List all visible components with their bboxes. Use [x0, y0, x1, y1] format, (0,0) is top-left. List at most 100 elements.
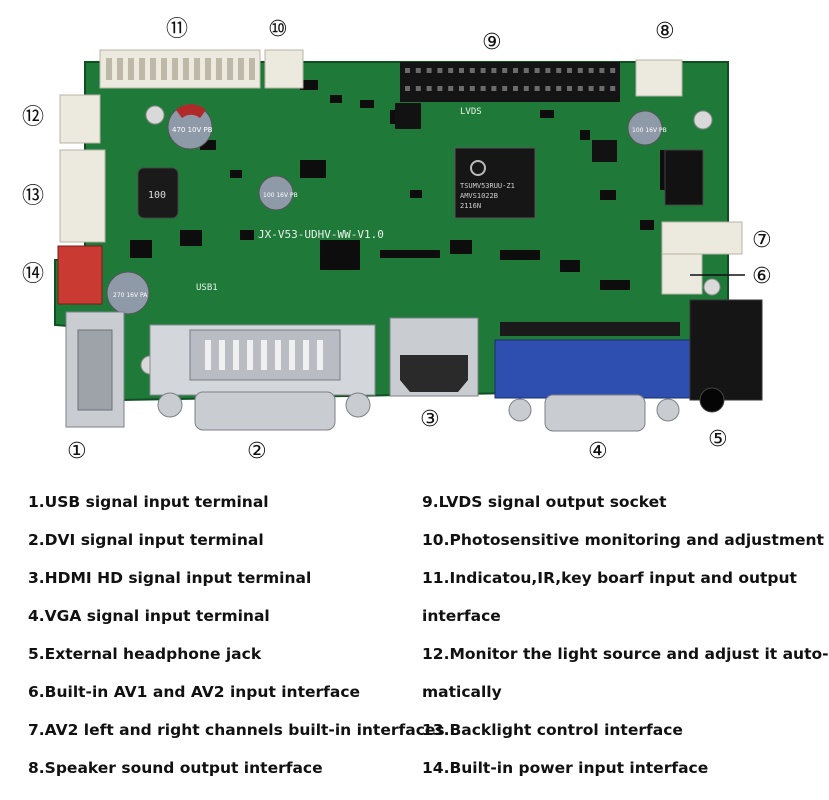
pin — [480, 68, 486, 73]
pin — [599, 68, 605, 73]
pin — [534, 68, 540, 73]
main-chip — [454, 147, 536, 219]
callout-8: ⑧ — [655, 19, 675, 44]
pcb-board-illustration: LVDS TSUMV53RUU-Z1 AMVS1022B 2116N JX-V5… — [54, 49, 763, 432]
inductor — [137, 167, 179, 219]
usb1-silkscreen: USB1 — [196, 283, 218, 293]
capacitor: 470 10V PB — [167, 104, 213, 150]
pin — [469, 86, 475, 91]
capacitor-label: 100 16V PB — [263, 192, 298, 199]
vga-port-body — [494, 339, 696, 399]
pin — [556, 86, 562, 91]
callout-9: ⑨ — [482, 30, 502, 55]
pin — [415, 68, 421, 73]
lvds-pins — [405, 68, 616, 91]
usb-port-slot — [77, 329, 113, 411]
callout-2: ② — [247, 439, 267, 464]
board-model-silkscreen: JX-V53-UDHV-WW-V1.0 — [258, 228, 384, 241]
connector-light-source — [59, 94, 101, 144]
ic-chip — [664, 149, 704, 206]
chip-text-2: AMVS1022B — [460, 192, 498, 200]
connector-speaker — [635, 59, 683, 97]
capacitor: 100 16V PB — [627, 110, 667, 146]
ic-chip — [395, 103, 421, 129]
dvi-shell — [194, 391, 336, 431]
mount-hole — [145, 105, 165, 125]
pin — [303, 340, 309, 370]
pin — [289, 340, 295, 370]
pin — [172, 58, 178, 80]
callout-6: ⑥ — [752, 264, 772, 289]
connector-power-input — [57, 245, 103, 305]
dvi-pins — [205, 340, 323, 370]
pin — [405, 68, 410, 73]
connector-av2-channels — [661, 221, 743, 255]
pin — [261, 340, 267, 370]
legend-item-1: 1.USB signal input terminal — [28, 493, 269, 511]
legend: 1.USB signal input terminal 2.DVI signal… — [0, 478, 829, 800]
legend-item-14: 14.Built-in power input interface — [422, 759, 709, 777]
callout-3: ③ — [420, 407, 440, 432]
pin — [599, 86, 605, 91]
chip-logo — [470, 160, 486, 176]
pin — [139, 58, 145, 80]
chip-text-3: 2116N — [460, 202, 481, 210]
legend-item-12: 12.Monitor the light source and adjust i… — [422, 645, 829, 663]
pin — [610, 86, 616, 91]
connector-backlight — [59, 149, 106, 243]
pin — [459, 86, 464, 91]
dvi-screw — [345, 392, 371, 418]
inductor-label: 100 — [148, 190, 166, 201]
pin — [469, 68, 475, 73]
pin — [534, 86, 540, 91]
board-photo-area: LVDS TSUMV53RUU-Z1 AMVS1022B 2116N JX-V5… — [22, 17, 772, 464]
hdmi-opening — [400, 355, 468, 392]
pin — [502, 86, 508, 91]
callout-1: ① — [67, 439, 87, 464]
pin — [216, 58, 222, 80]
pin — [567, 68, 572, 73]
pin — [577, 68, 583, 73]
headphone-jack — [689, 299, 763, 401]
pin — [117, 58, 123, 80]
pin — [219, 340, 225, 370]
dvi-screw — [157, 392, 183, 418]
callout-7: ⑦ — [752, 228, 772, 253]
legend-item-2: 2.DVI signal input terminal — [28, 531, 264, 549]
pin — [247, 340, 253, 370]
lvds-header — [400, 62, 620, 102]
capacitor-label: 470 10V PB — [172, 126, 213, 134]
legend-item-9: 9.LVDS signal output socket — [422, 493, 667, 511]
vga-pin-row — [500, 322, 680, 336]
capacitor-label: 100 16V PB — [632, 127, 667, 134]
callout-12: ⑫ — [22, 105, 45, 130]
pin — [502, 68, 508, 73]
pin — [588, 86, 594, 91]
pin — [437, 68, 443, 73]
pin — [567, 86, 572, 91]
pin — [448, 68, 454, 73]
callout-5: ⑤ — [708, 427, 728, 452]
callout-11: ⑪ — [166, 17, 189, 42]
callout-10: ⑩ — [268, 17, 288, 42]
connector-indicator-ir-key — [99, 49, 261, 89]
callout-4: ④ — [588, 439, 608, 464]
connector-photosensitive — [264, 49, 304, 89]
chip-text-1: TSUMV53RUU-Z1 — [460, 182, 515, 190]
vga-shell — [544, 394, 646, 432]
mount-hole — [703, 278, 721, 296]
capacitor: 270 16V PA — [106, 271, 150, 315]
pin — [205, 340, 211, 370]
callout-13: ⑬ — [22, 184, 45, 209]
vga-screw — [508, 398, 532, 422]
capacitor-label: 270 16V PA — [113, 292, 148, 299]
pin — [106, 58, 112, 80]
callout-14: ⑭ — [22, 262, 45, 287]
pin — [459, 68, 464, 73]
headphone-jack-hole — [699, 387, 725, 413]
connector-pins — [106, 58, 255, 80]
pin — [480, 86, 486, 91]
pin — [545, 68, 551, 73]
pin — [523, 86, 529, 91]
legend-item-10: 10.Photosensitive monitoring and adjustm… — [422, 531, 824, 549]
